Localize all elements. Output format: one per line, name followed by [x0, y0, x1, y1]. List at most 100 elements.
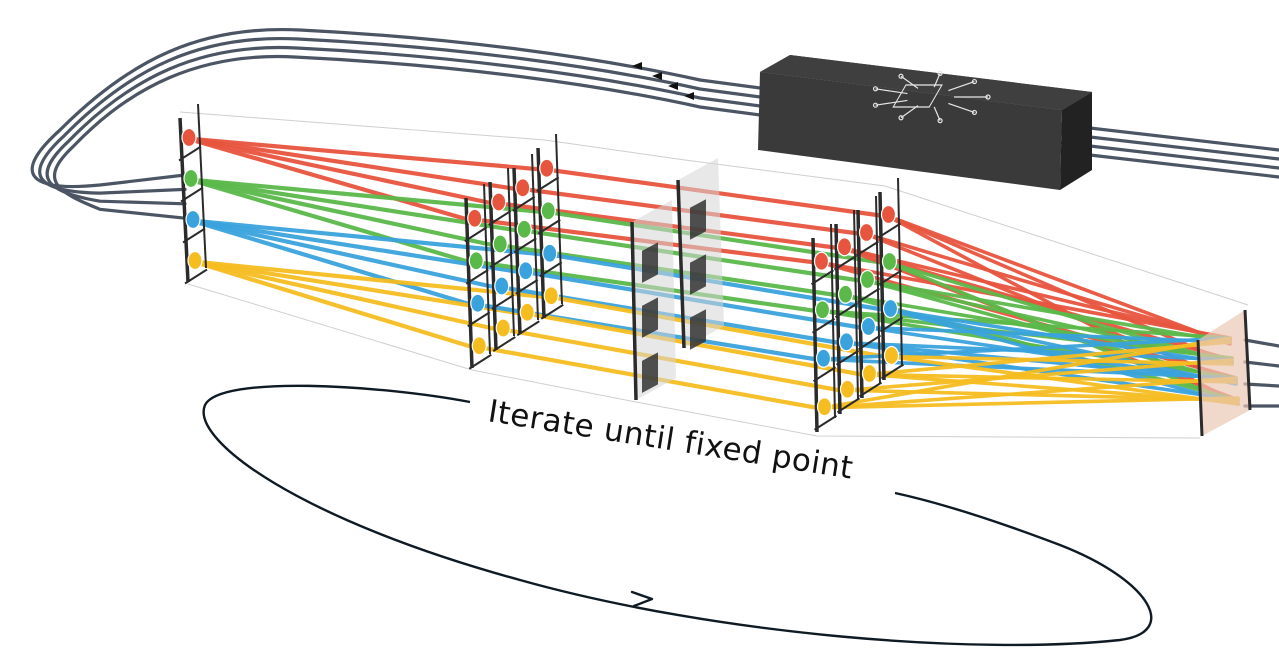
- node: [515, 178, 531, 198]
- node: [491, 192, 507, 212]
- cell-divider: [810, 269, 835, 286]
- chip-side: [1060, 92, 1092, 190]
- node: [185, 209, 201, 230]
- feedback-cable: [45, 45, 1279, 206]
- node: [516, 219, 532, 239]
- beam: [184, 136, 493, 206]
- node: [540, 201, 556, 221]
- node: [837, 284, 854, 304]
- beam: [186, 177, 495, 248]
- arrow-icon: [668, 82, 678, 90]
- chip-pad: [898, 115, 904, 121]
- input-layer: [178, 103, 208, 285]
- node: [859, 269, 876, 290]
- node: [494, 276, 510, 296]
- node: [543, 286, 559, 306]
- node: [183, 168, 199, 189]
- output-cable: [1243, 338, 1279, 348]
- beam: [188, 218, 472, 307]
- cell-divider: [513, 237, 537, 254]
- cell-divider: [812, 366, 837, 383]
- node: [881, 251, 898, 272]
- network-layers: [178, 103, 1252, 437]
- processor-chip-icon: [758, 55, 1092, 190]
- cell-divider: [468, 353, 492, 370]
- chip-front: [758, 72, 1062, 190]
- layer-rail: [483, 183, 491, 355]
- layer-rail: [878, 191, 886, 381]
- chip-pad: [971, 109, 978, 116]
- beam: [820, 376, 1238, 410]
- cell-divider: [489, 252, 513, 268]
- feedback-cables: [30, 27, 1279, 408]
- beam: [884, 213, 1232, 346]
- output-plane: [1198, 310, 1250, 436]
- iteration-loop: Iterate until fixed point: [202, 384, 1153, 647]
- panel-edge: [630, 221, 638, 401]
- cell-divider: [855, 240, 880, 257]
- chip-trace: [948, 81, 975, 92]
- node: [880, 204, 897, 225]
- node: [816, 397, 833, 417]
- loop-label: Iterate until fixed point: [486, 393, 856, 486]
- node: [495, 318, 511, 338]
- chip-pad: [898, 73, 904, 79]
- output-edge: [1243, 309, 1252, 411]
- cell-divider: [488, 210, 512, 226]
- beam: [862, 231, 1232, 344]
- node: [181, 127, 197, 148]
- beam: [190, 259, 522, 316]
- beam: [186, 177, 471, 264]
- node: [814, 300, 831, 320]
- beam: [188, 218, 496, 290]
- hidden-layer-3: [810, 177, 905, 433]
- layer-rail: [834, 223, 842, 415]
- layer-rail: [811, 237, 819, 433]
- hidden-layer-1: [464, 133, 564, 370]
- beam: [188, 218, 520, 274]
- chip-trace: [948, 102, 975, 113]
- beam: [190, 259, 474, 349]
- panel-block: [690, 199, 706, 240]
- cell-divider: [492, 336, 516, 352]
- cell-divider: [465, 268, 489, 285]
- node: [468, 251, 484, 271]
- cell-divider: [516, 320, 540, 337]
- node: [519, 302, 535, 322]
- node: [539, 158, 555, 178]
- chip-pad: [872, 102, 879, 108]
- beam: [184, 136, 469, 222]
- node: [492, 234, 508, 254]
- feedback-cable: [52, 54, 1279, 220]
- beam: [190, 259, 498, 332]
- panel-block: [690, 309, 706, 350]
- node: [815, 348, 832, 368]
- node: [860, 316, 877, 337]
- cell-divider: [540, 303, 564, 320]
- connection-beams: [184, 136, 1240, 410]
- node: [838, 332, 855, 352]
- cell-divider: [836, 397, 861, 414]
- cell-divider: [880, 363, 905, 380]
- beam: [186, 177, 519, 233]
- layer-rail: [531, 153, 539, 321]
- node: [542, 243, 558, 263]
- cell-divider: [877, 222, 902, 239]
- feedback-cable: [30, 27, 1279, 189]
- arrow-icon: [632, 62, 642, 70]
- output-layer: [1196, 309, 1252, 437]
- cell-divider: [858, 381, 883, 398]
- beam: [865, 372, 1240, 404]
- iteration-loop-path: [202, 384, 1153, 647]
- cell-divider: [811, 317, 836, 334]
- output-cable: [1243, 382, 1279, 388]
- cell-divider: [813, 414, 838, 431]
- layer-rail: [507, 167, 515, 337]
- feedback-cable: [38, 36, 1279, 195]
- panel-block: [642, 297, 658, 338]
- outline-bottom: [187, 283, 1201, 439]
- cell-divider: [537, 218, 561, 235]
- arrow-icons: [632, 62, 694, 100]
- hidden-layer-2: [630, 158, 724, 401]
- chip-core: [892, 84, 943, 108]
